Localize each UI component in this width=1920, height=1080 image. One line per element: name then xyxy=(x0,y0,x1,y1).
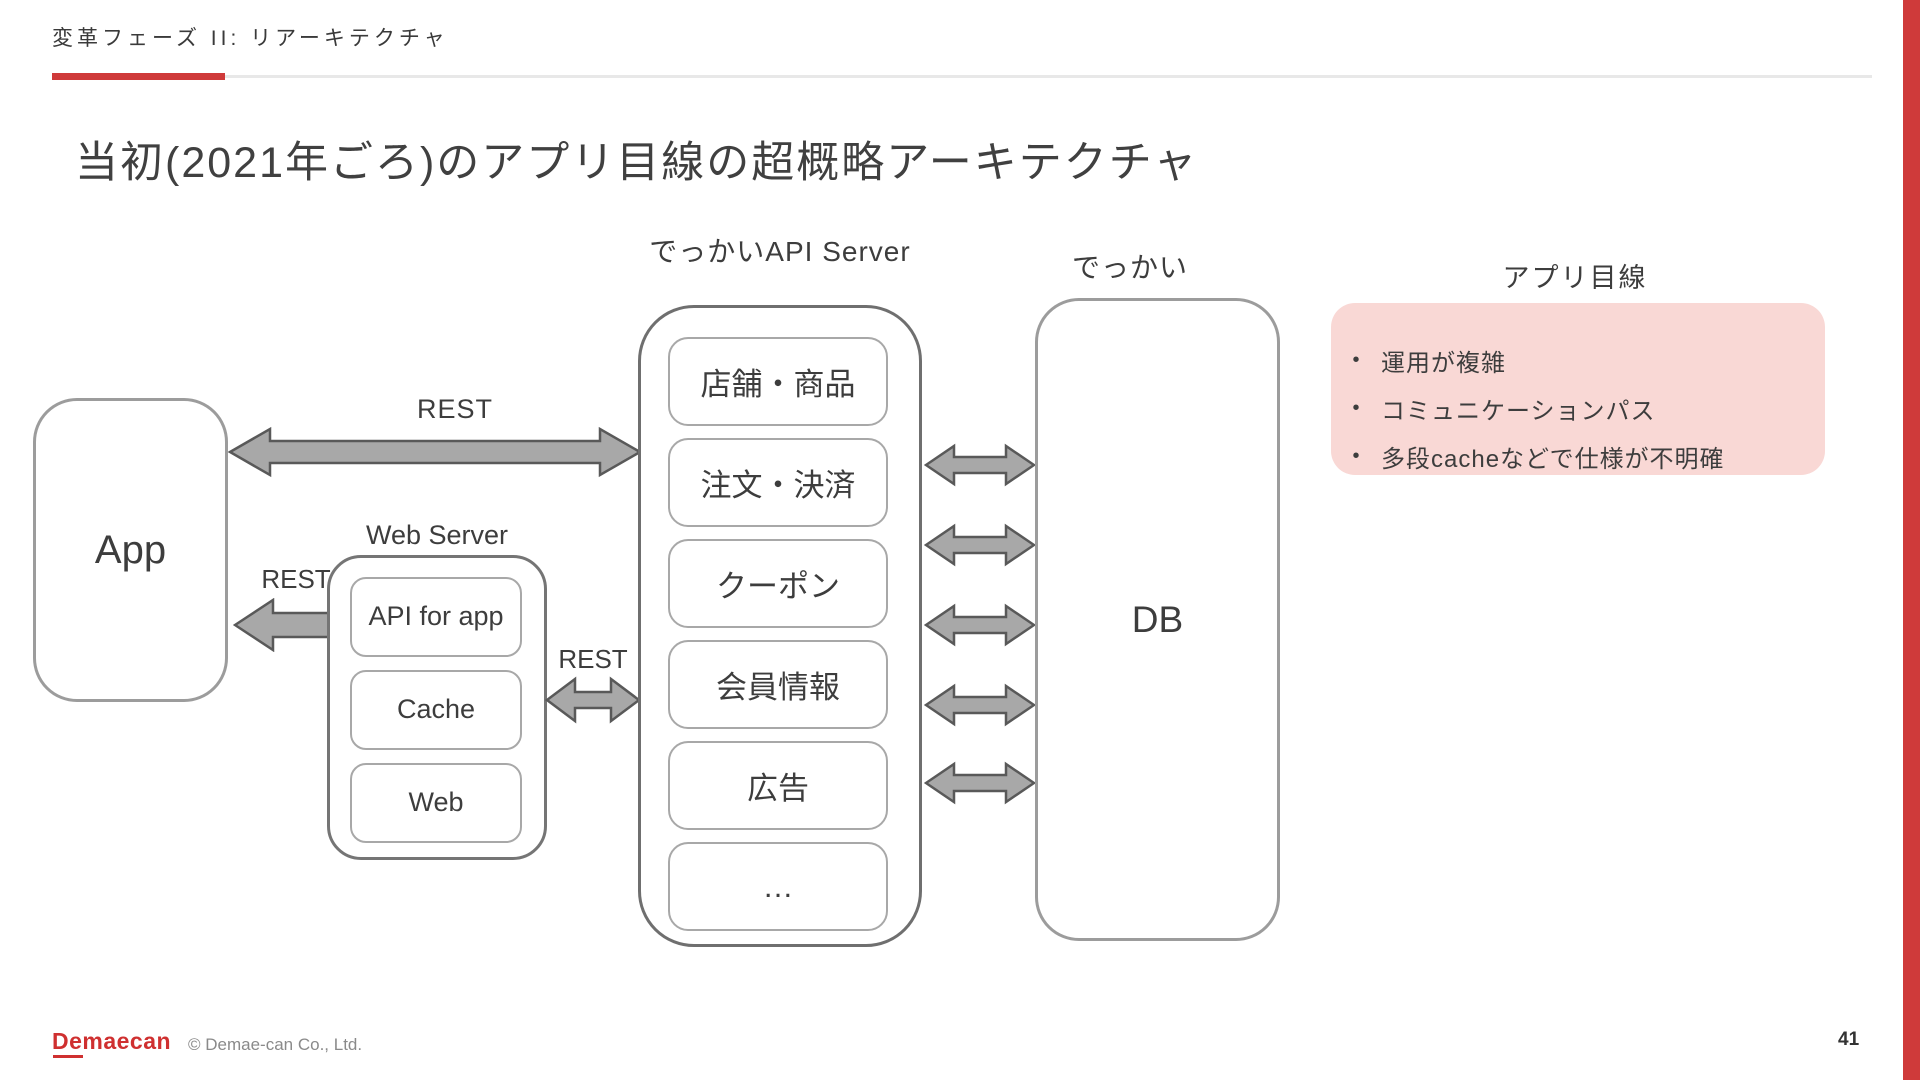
callout-title: アプリ目線 xyxy=(1502,263,1648,293)
callout-item: • 多段cacheなどで仕様が不明確 xyxy=(1331,432,1825,480)
rest-label-main: REST xyxy=(416,394,493,424)
api-module-coupons: クーポン xyxy=(668,539,888,628)
header-rule-accent xyxy=(52,72,225,80)
web-server-module-api-for-app: API for app xyxy=(350,577,522,657)
db-sync-arrow-4-icon xyxy=(924,683,1036,727)
api-module-orders-payments: 注文・決済 xyxy=(668,438,888,527)
db-sync-arrow-2-icon xyxy=(924,523,1036,567)
web-server-module-cache: Cache xyxy=(350,670,522,750)
web-server-module-label: API for app xyxy=(368,601,504,632)
callout-item: • 運用が複雑 xyxy=(1331,336,1825,384)
api-module-member-info: 会員情報 xyxy=(668,640,888,729)
callout-item-text: 多段cacheなどで仕様が不明確 xyxy=(1381,445,1725,473)
db-sync-arrow-1-icon xyxy=(924,443,1036,487)
api-module-others: … xyxy=(668,842,888,931)
db-sync-arrow-5-icon xyxy=(924,761,1036,805)
api-module-label: クーポン xyxy=(716,569,840,604)
callout-box: • 運用が複雑 • コミュニケーションパス • 多段cacheなどで仕様が不明確 xyxy=(1331,303,1825,475)
db-title-line1: でっかい xyxy=(1072,252,1189,283)
page-number: 41 xyxy=(1838,1029,1860,1050)
api-module-shops-products: 店舗・商品 xyxy=(668,337,888,426)
api-module-label: … xyxy=(762,868,794,904)
page-title: 当初(2021年ごろ)のアプリ目線の超概略アーキテクチャ xyxy=(75,139,1199,187)
api-module-label: 会員情報 xyxy=(716,670,840,705)
callout-item-text: 運用が複雑 xyxy=(1381,349,1506,377)
rest-label-mid: REST xyxy=(558,644,628,674)
rest-bidirectional-arrow-icon xyxy=(228,426,642,478)
api-module-label: 注文・決済 xyxy=(700,468,856,503)
slide-edge-accent-bar xyxy=(1903,0,1920,1080)
db-node: DB xyxy=(1035,298,1280,941)
callout-item-text: コミュニケーションパス xyxy=(1381,397,1656,425)
company-logo: Demaecan xyxy=(52,1028,172,1054)
header-rule xyxy=(52,72,1872,80)
api-module-label: 広告 xyxy=(747,771,809,806)
api-module-label: 店舗・商品 xyxy=(700,367,856,402)
bullet-icon: • xyxy=(1352,396,1360,419)
rest-bidirectional-arrow-small-icon xyxy=(545,676,641,724)
api-server-title: でっかいAPI Server xyxy=(649,236,911,267)
app-node-label: App xyxy=(94,527,167,572)
company-logo-underline xyxy=(53,1055,83,1058)
copyright-text: © Demae-can Co., Ltd. xyxy=(188,1035,363,1054)
web-server-module-label: Web xyxy=(408,787,464,818)
rest-label-web: REST xyxy=(261,564,331,594)
db-node-label: DB xyxy=(1131,598,1184,640)
bullet-icon: • xyxy=(1352,444,1360,467)
header-rule-line xyxy=(225,74,1872,78)
app-node: App xyxy=(33,398,228,702)
callout-item: • コミュニケーションパス xyxy=(1331,384,1825,432)
db-sync-arrow-3-icon xyxy=(924,603,1036,647)
api-module-ads: 広告 xyxy=(668,741,888,830)
web-server-title: Web Server xyxy=(365,520,509,550)
web-server-module-label: Cache xyxy=(396,694,476,725)
bullet-icon: • xyxy=(1352,348,1360,371)
web-server-module-web: Web xyxy=(350,763,522,843)
slide-kicker: 変革フェーズ II: リアーキテクチャ xyxy=(52,27,449,50)
